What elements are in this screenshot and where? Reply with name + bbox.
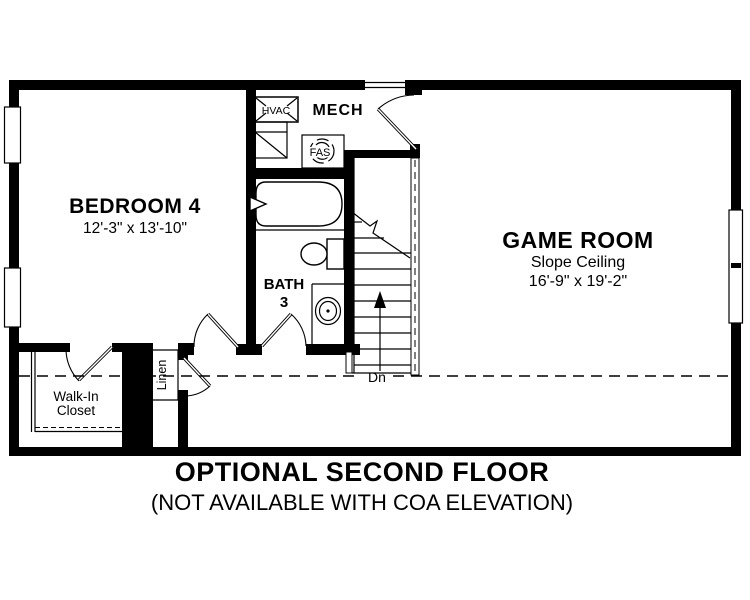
mech-door-swing [377,94,415,110]
bath3-label-line1: BATH [264,276,305,293]
plan-title-line2: (NOT AVAILABLE WITH COA ELEVATION) [151,490,573,515]
stair-arrow-head-icon [374,291,386,308]
mech-door [376,94,418,151]
hvac-corner-br [286,112,298,122]
hvac-corner-tr [286,97,298,107]
center-column-wall [122,343,153,456]
linen-label: Linen [155,360,169,391]
closet-top-wall [9,343,70,352]
sink-drain [326,309,330,313]
mech-bath-wall [246,168,354,179]
hvac-corner-tl [255,97,267,107]
mech-stairs-wall [344,150,420,158]
stairs [345,157,420,376]
bath-east-wall [344,156,354,352]
mech-door-top-jamb [405,80,422,95]
bath-door [260,312,307,348]
toilet-bowl [300,242,328,266]
left-window-lower [3,267,22,328]
bathtub [255,181,343,227]
fas-box [301,134,345,169]
mech-label: MECH [312,102,363,119]
bath-door-swing [290,313,307,347]
right-window-mullion [731,263,741,268]
doors [65,94,418,397]
bottom-wall [9,447,741,456]
water-heater-box [254,121,288,159]
walk-in-closet-label-line2: Closet [57,403,96,418]
linen-door-leaf-core [183,357,211,387]
stair-railing [410,157,420,376]
hvac-corner-bl [255,112,267,122]
mech-door-leaf-core [377,108,417,150]
walk-in-closet-label-line1: Walk-In [53,389,98,404]
stair-break-line [351,211,411,259]
bath-fixtures [249,181,345,345]
plan-title-line1: OPTIONAL SECOND FLOOR [175,457,550,487]
hvac-label: HVAC [262,105,291,117]
bedroom4-label: BEDROOM 4 [69,195,201,218]
linen-door [182,356,212,397]
mech-equipment [254,96,345,169]
closet-door-leaf-core [78,346,113,381]
linen-door-swing [183,385,211,397]
bedroom-door [193,312,240,349]
closet-door-swing [65,348,80,382]
linen-bottom-wall [178,390,188,456]
sink-inner [318,300,338,322]
closet-door [65,345,114,382]
fas-label: FAS [310,147,331,159]
hall-wall-mid [236,344,262,355]
bedroom-door-swing [193,313,209,348]
bath3-label-line2: 3 [280,294,288,311]
walls [9,80,741,456]
game-room-ceiling-note: Slope Ceiling [531,254,625,271]
game-room-dims: 16'-9" x 19'-2" [529,273,627,290]
fas-fan-blade-icon [315,141,330,160]
water-heater-diagonal [254,131,288,159]
hall-wall-right [306,344,360,355]
plan-title: OPTIONAL SECOND FLOOR (NOT AVAILABLE WIT… [151,457,573,515]
toilet-tank [326,238,345,270]
bedroom-east-wall [246,85,256,355]
sink-outer [314,296,342,326]
top-wall-window [365,78,405,91]
left-window-upper [3,106,22,164]
fas-fan-icon [309,138,335,164]
labels: BEDROOM 4 12'-3" x 13'-10" GAME ROOM Slo… [53,102,653,418]
linen-top-jamb-tick [178,350,188,360]
bath-door-leaf-core [261,313,292,347]
closet-door-jamb [112,343,122,352]
tub-faucet-icon [249,195,268,213]
bedroom4-dims: 12'-3" x 13'-10" [83,220,187,237]
bedroom-door-leaf-core [207,313,239,348]
closet-details [30,349,179,433]
stair-bottom-stringer [345,351,353,374]
windows [3,78,744,328]
game-room-label: GAME ROOM [502,227,653,253]
stairs-dn-label: Dn [368,369,386,385]
